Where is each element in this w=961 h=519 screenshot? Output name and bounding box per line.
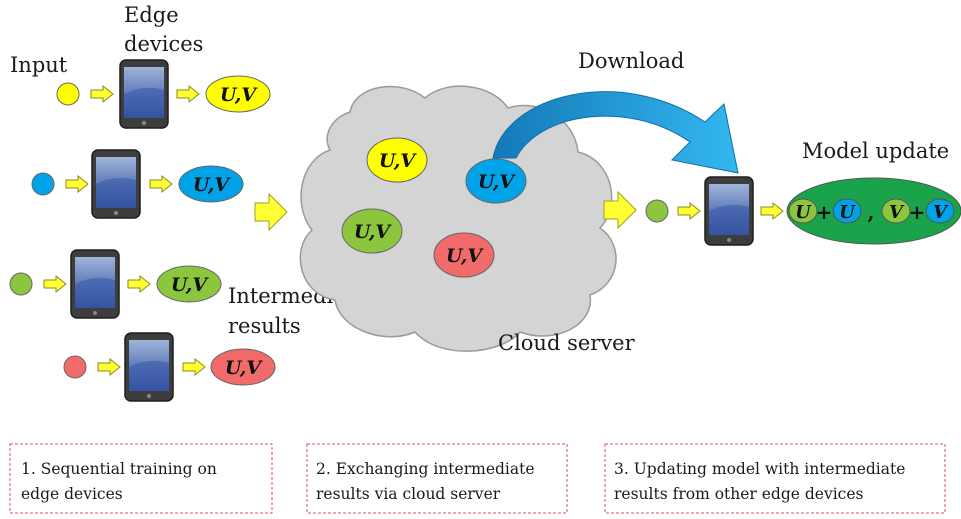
update-v-blue bbox=[925, 198, 955, 224]
cloud-oval-red bbox=[433, 232, 495, 278]
arrow-icon bbox=[65, 175, 89, 193]
update-v-green bbox=[881, 198, 911, 224]
edge-devices-label-line2: devices bbox=[124, 32, 203, 56]
phone-icon bbox=[70, 249, 120, 319]
step-3-line1: 3. Updating model with intermediate bbox=[614, 460, 905, 478]
step-box-1 bbox=[9, 443, 273, 514]
result-oval-yellow bbox=[205, 75, 271, 113]
phone-icon bbox=[124, 332, 174, 402]
input-circle-yellow bbox=[56, 82, 80, 106]
arrow-icon bbox=[127, 275, 151, 293]
download-arrow-icon bbox=[492, 91, 739, 174]
arrow-icon bbox=[43, 275, 67, 293]
u-label: U bbox=[839, 202, 856, 223]
v-label: V bbox=[889, 202, 905, 223]
arrow-icon bbox=[677, 202, 701, 220]
u-label: U bbox=[795, 202, 812, 223]
to-cloud-arrow-icon bbox=[254, 193, 288, 231]
model-update-oval bbox=[786, 177, 961, 245]
input-circle-red bbox=[63, 355, 87, 379]
phone-icon bbox=[119, 59, 169, 129]
step-box-3 bbox=[604, 443, 946, 514]
input-label: Input bbox=[10, 53, 68, 77]
arrow-icon bbox=[176, 85, 200, 103]
input-circle-green bbox=[9, 272, 33, 296]
uv-label: U,V bbox=[225, 357, 263, 379]
result-oval-blue bbox=[178, 165, 244, 203]
edge-row-red: U,V bbox=[63, 332, 276, 402]
uv-label: U,V bbox=[171, 274, 209, 296]
uv-label: U,V bbox=[478, 171, 516, 193]
update-input-circle-green bbox=[645, 199, 669, 223]
uv-label: U,V bbox=[446, 245, 484, 267]
arrow-icon bbox=[90, 85, 114, 103]
step-3-line2: results from other edge devices bbox=[614, 485, 864, 503]
arrow-icon bbox=[182, 358, 206, 376]
v-label: V bbox=[933, 202, 949, 223]
comma-label: , bbox=[868, 200, 875, 224]
step-2-line2: results via cloud server bbox=[316, 485, 501, 503]
update-phone-icon bbox=[704, 176, 754, 246]
edge-devices-label-line1: Edge bbox=[124, 3, 179, 27]
phone-icon bbox=[91, 149, 141, 219]
uv-label: U,V bbox=[354, 221, 392, 243]
plus-label: + bbox=[816, 200, 833, 224]
plus-label: + bbox=[909, 200, 926, 224]
uv-label: U,V bbox=[379, 150, 417, 172]
edge-row-green: U,V bbox=[9, 249, 222, 319]
step-1-line2: edge devices bbox=[21, 485, 123, 503]
input-circle-blue bbox=[31, 172, 55, 196]
model-update-label: Model update bbox=[802, 139, 949, 163]
cloud-oval-green bbox=[341, 208, 403, 254]
edge-row-yellow: U,V bbox=[56, 59, 271, 129]
result-oval-red bbox=[210, 348, 276, 386]
uv-label: U,V bbox=[220, 84, 258, 106]
update-u-blue bbox=[832, 198, 862, 224]
download-label: Download bbox=[578, 49, 684, 73]
cloud-oval-blue bbox=[465, 158, 527, 204]
uv-label: U,V bbox=[193, 174, 231, 196]
arrow-icon bbox=[760, 202, 784, 220]
cloud-oval-yellow bbox=[366, 137, 428, 183]
cloud-server-label: Cloud server bbox=[498, 331, 636, 355]
arrow-icon bbox=[149, 175, 173, 193]
step-box-2 bbox=[306, 443, 568, 514]
intermediate-results-label-line2: results bbox=[228, 314, 301, 338]
step-2-line1: 2. Exchanging intermediate bbox=[316, 460, 535, 478]
result-oval-green bbox=[156, 265, 222, 303]
step-1-line1: 1. Sequential training on bbox=[21, 460, 217, 478]
update-u-green bbox=[788, 198, 818, 224]
arrow-icon bbox=[97, 358, 121, 376]
edge-row-blue: U,V bbox=[31, 149, 244, 219]
